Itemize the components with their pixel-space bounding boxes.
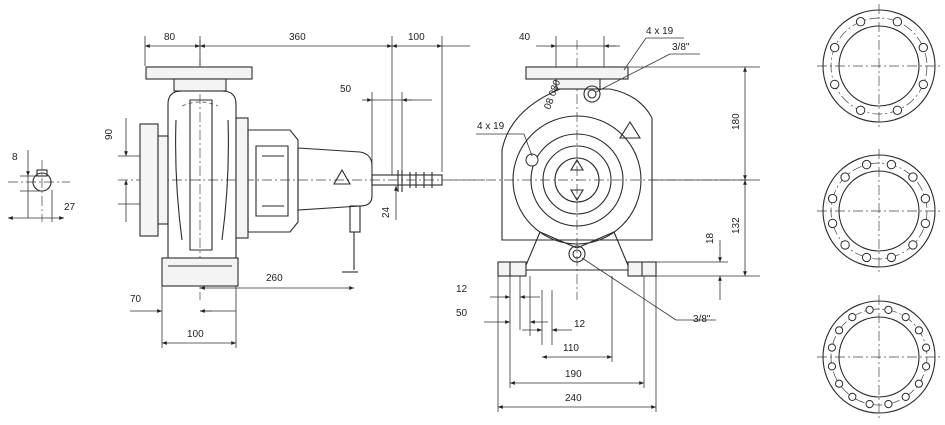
flange-inner-circle	[838, 170, 920, 252]
flange-bolt-hole	[840, 240, 850, 250]
flange-bolt-hole	[892, 17, 903, 27]
flange-bolt-hole	[835, 379, 844, 388]
flange-bolt-hole	[865, 305, 874, 314]
flange-bolt-hole	[886, 159, 897, 170]
dim-50-front: 50	[456, 308, 468, 319]
dim-18: 18	[705, 232, 716, 244]
dim-12-left: 12	[456, 284, 468, 295]
flange-bolt-hole	[884, 305, 893, 314]
flange-bolt-hole	[908, 240, 918, 250]
flange-bolt-hole	[848, 392, 857, 401]
flange-bolt-hole	[861, 252, 872, 263]
flange-bolt-hole	[835, 326, 844, 335]
keyway-dim-8: 8	[12, 152, 18, 163]
flange-bolt-hole	[840, 172, 850, 182]
flange-pitch-circle	[830, 162, 928, 260]
dim-240: 240	[565, 393, 582, 404]
dim-24: 24	[381, 206, 392, 218]
flange-bolt-hole	[827, 193, 838, 204]
flange-bolt-hole	[901, 313, 910, 322]
dim-80: 80	[164, 32, 176, 43]
flange-bolt-hole	[886, 252, 897, 263]
flange-bolt-hole	[922, 362, 931, 371]
dim-90: 90	[104, 128, 115, 140]
flange-pattern-16-hole	[817, 295, 941, 419]
flange-hole-patterns	[817, 4, 941, 419]
flange-bolt-hole	[901, 392, 910, 401]
keyway-dim-27: 27	[64, 202, 76, 213]
flange-bolt-hole	[914, 326, 924, 335]
flange-bolt-hole	[914, 379, 924, 388]
flange-outer-circle	[822, 300, 936, 414]
flange-pitch-circle	[830, 308, 928, 406]
pump-side-view: 80 360 100 50 90 24 260 70	[104, 32, 485, 348]
flange-pitch-circle	[830, 17, 928, 115]
callout-thread-bottom: 3/8"	[693, 314, 711, 325]
flange-outer-circle	[822, 154, 936, 268]
dim-100-top: 100	[408, 32, 425, 43]
flange-bolt-hole	[827, 218, 838, 229]
dim-100-bottom: 100	[187, 329, 204, 340]
pump-front-view: 08 080 40 4 x 19 3/8" 4 x 19 3/8"	[450, 26, 760, 412]
flange-bolt-hole	[892, 105, 903, 116]
dim-40: 40	[519, 32, 531, 43]
flange-bolt-hole	[884, 400, 893, 409]
flange-outer-circle	[822, 9, 936, 123]
flange-bolt-hole	[918, 42, 928, 53]
flange-bolt-hole	[918, 79, 928, 90]
flange-bolt-hole	[830, 79, 840, 90]
flange-bolt-hole	[827, 343, 837, 352]
flange-bolt-hole	[861, 159, 872, 170]
keyway-detail: 8 27	[8, 150, 76, 222]
flange-mark: 08 080	[542, 78, 563, 111]
flange-bolt-hole	[855, 17, 866, 27]
flange-bolt-hole	[848, 313, 857, 322]
flange-inner-circle	[838, 25, 920, 107]
dim-190: 190	[565, 369, 582, 380]
callout-holes-side: 4 x 19	[477, 121, 505, 132]
dim-12-right: 12	[574, 319, 586, 330]
flange-bolt-hole	[830, 42, 840, 53]
dim-180: 180	[731, 113, 742, 130]
flange-bolt-hole	[827, 362, 837, 371]
callout-holes-top: 4 x 19	[646, 26, 674, 37]
flange-bolt-hole	[865, 400, 874, 409]
callout-thread-top: 3/8"	[672, 42, 690, 53]
dim-110: 110	[563, 343, 579, 354]
flange-inner-circle	[838, 316, 920, 398]
flange-bolt-hole	[922, 343, 931, 352]
flange-pattern-8-hole	[817, 4, 941, 128]
dim-360: 360	[289, 32, 306, 43]
dim-50-side: 50	[340, 84, 352, 95]
flange-bolt-hole	[920, 193, 931, 204]
dim-70: 70	[130, 294, 142, 305]
flange-bolt-hole	[855, 105, 866, 116]
flange-bolt-hole	[920, 218, 931, 229]
dim-260: 260	[266, 273, 283, 284]
flange-bolt-hole	[908, 172, 918, 182]
flange-pattern-12-hole	[817, 149, 941, 273]
dim-132: 132	[731, 217, 742, 234]
